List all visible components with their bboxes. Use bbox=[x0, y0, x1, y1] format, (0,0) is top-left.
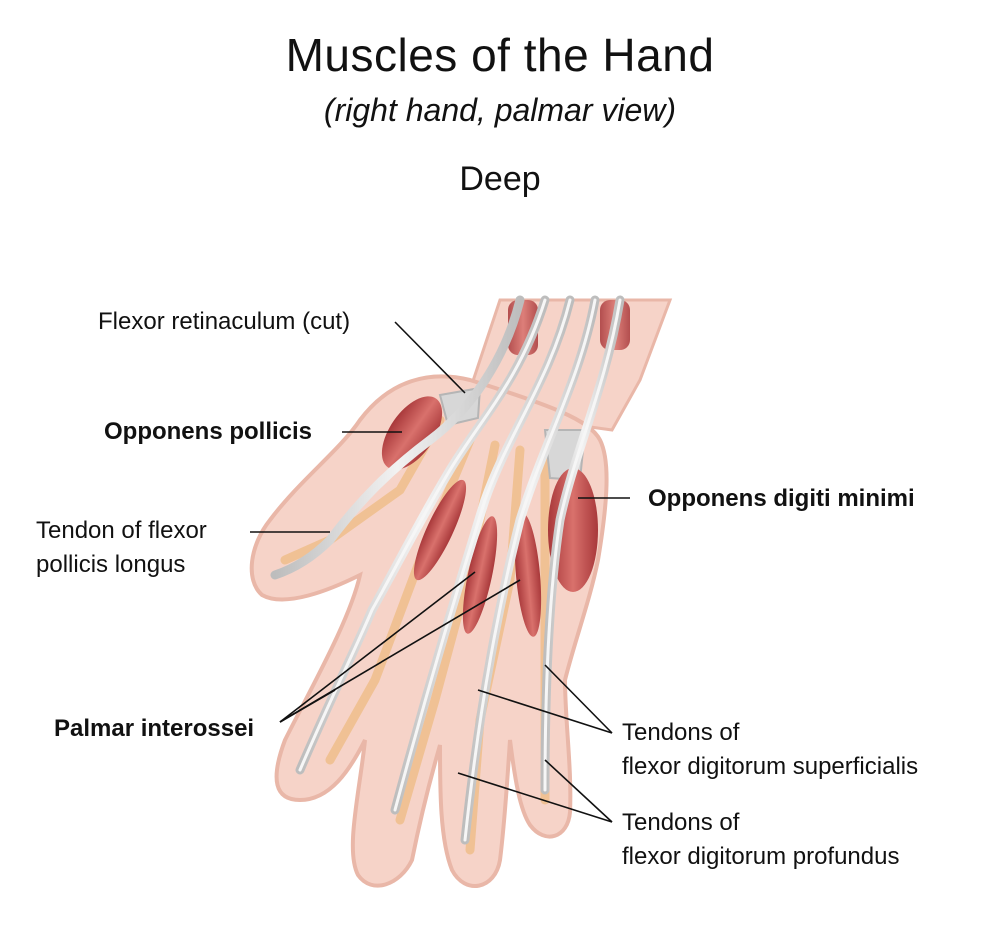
leader-lines bbox=[250, 321, 630, 823]
label-tendon-fpl-line2: pollicis longus bbox=[36, 551, 186, 578]
label-fdp-line1: Tendons of bbox=[622, 809, 740, 836]
diagram-title: Muscles of the Hand bbox=[285, 29, 715, 81]
label-fdp-line2: flexor digitorum profundus bbox=[622, 843, 900, 870]
label-tendon-fpl: Tendon of flexor pollicis longus bbox=[36, 514, 207, 582]
label-palmar-interossei: Palmar interossei bbox=[54, 715, 255, 742]
label-opponens-digiti-minimi: Opponens digiti minimi bbox=[648, 485, 915, 512]
label-opponens-pollicis: Opponens pollicis bbox=[104, 418, 313, 445]
label-tendon-fpl-line1: Tendon of flexor bbox=[36, 517, 207, 544]
tendon-highlights bbox=[298, 298, 622, 842]
opponens-pollicis-muscle bbox=[381, 396, 443, 470]
label-fdp: Tendons of flexor digitorum profundus bbox=[622, 806, 899, 874]
label-flexor-retinaculum: Flexor retinaculum (cut) bbox=[98, 308, 351, 335]
label-fds-line1: Tendons of bbox=[622, 719, 740, 746]
palmar-interossei-muscles bbox=[413, 479, 542, 637]
label-fds-line2: flexor digitorum superficialis bbox=[622, 753, 919, 780]
label-fds: Tendons of flexor digitorum superficiali… bbox=[622, 716, 918, 784]
diagram-subtitle: (right hand, palmar view) bbox=[323, 92, 677, 128]
view-label: Deep bbox=[459, 160, 541, 198]
